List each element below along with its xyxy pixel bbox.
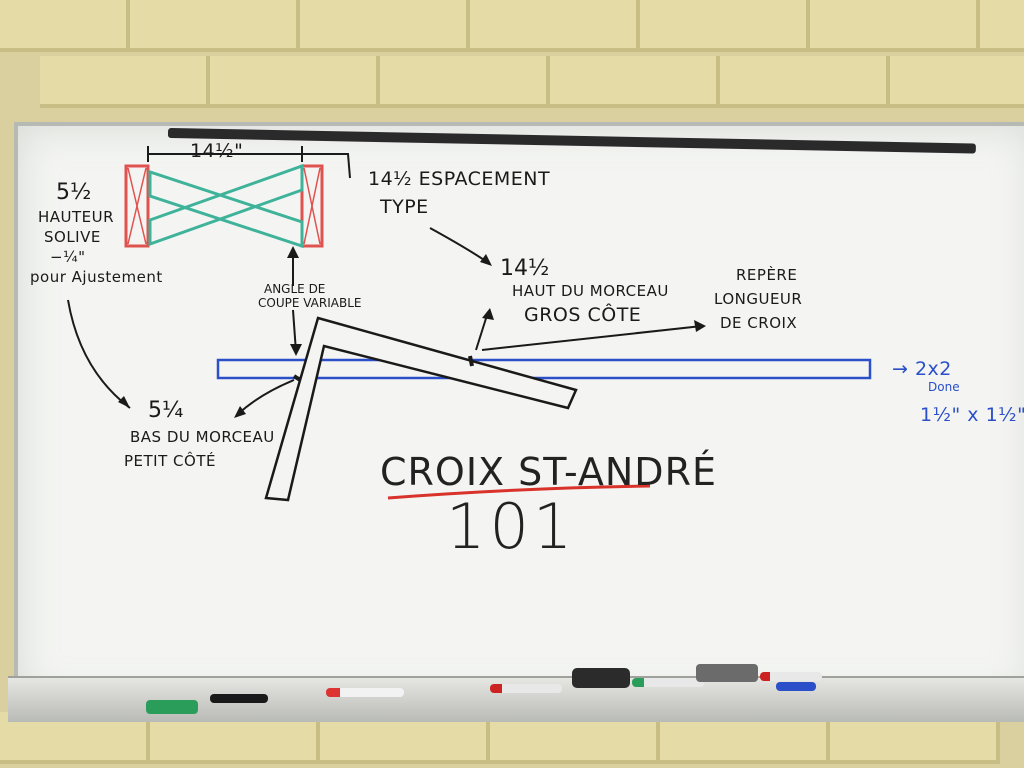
top-piece-line-1: HAUT DU MORCEAU	[512, 282, 669, 300]
bottom-value: 5¼	[148, 398, 184, 423]
marker-line-2: LONGUEUR	[714, 290, 803, 308]
brace-2	[148, 163, 304, 247]
lumber-size-label: → 2x2	[892, 358, 952, 380]
green-box[interactable]	[146, 700, 198, 714]
spacing-label: 14½ ESPACEMENT	[368, 168, 551, 190]
black-marker[interactable]	[210, 694, 268, 703]
left-line-3: −¼"	[50, 248, 86, 266]
bottom-line-1: BAS DU MORCEAU	[130, 428, 275, 446]
dimension-top-label: 14½"	[190, 140, 244, 162]
lumber-done-label: Done	[928, 380, 960, 394]
joist-left	[124, 164, 150, 248]
title-underline	[387, 484, 651, 500]
red-marker-3[interactable]	[760, 672, 822, 681]
left-value: 5½	[56, 180, 92, 205]
lumber-2x2	[216, 358, 872, 380]
angle-line-1: ANGLE DE	[264, 282, 326, 296]
brace-1	[148, 169, 304, 249]
red-marker-1[interactable]	[326, 688, 404, 697]
top-piece-line-2: GROS CÔTE	[524, 304, 642, 326]
cut-piece	[264, 316, 578, 502]
spacing-type-label: TYPE	[380, 196, 429, 218]
clip-pile[interactable]	[696, 664, 758, 682]
marker-line-3: DE CROIX	[720, 314, 798, 332]
lumber-dims-label: 1½" x 1½"	[920, 404, 1024, 426]
marker-tray	[8, 676, 1024, 722]
blue-marker[interactable]	[776, 682, 816, 691]
angle-line-2: COUPE VARIABLE	[258, 296, 362, 310]
red-marker-2[interactable]	[490, 684, 562, 693]
green-marker[interactable]	[632, 678, 704, 687]
left-line-4: pour Ajustement	[30, 268, 163, 286]
top-piece-value: 14½	[500, 256, 550, 281]
board-number: 101	[446, 490, 577, 563]
bottom-line-2: PETIT CÔTÉ	[124, 452, 216, 470]
joist-right	[300, 164, 324, 248]
marker-line-1: REPÈRE	[736, 266, 798, 284]
board-title: CROIX ST-ANDRÉ	[380, 450, 717, 494]
left-line-1: HAUTEUR	[38, 208, 115, 226]
left-line-2: SOLIVE	[44, 228, 101, 246]
eraser[interactable]	[572, 668, 630, 688]
